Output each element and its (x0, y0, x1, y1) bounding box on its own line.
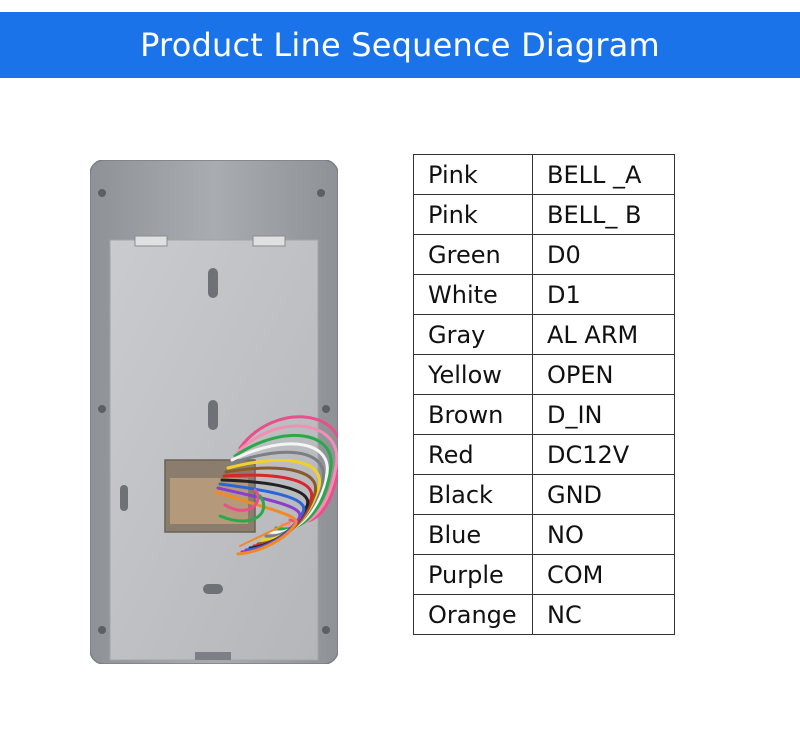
wire-color-cell: Brown (413, 394, 533, 435)
plate-slot-top (208, 268, 218, 298)
mounting-plate (109, 239, 319, 661)
wire-color-cell: Gray (413, 314, 533, 355)
wire-signal-cell: NO (532, 514, 675, 555)
wire-color-cell: Yellow (413, 354, 533, 395)
wire-signal-cell: D0 (532, 234, 675, 275)
wire-color-cell: Pink (413, 154, 533, 195)
screw-mid-left (98, 405, 106, 413)
title-banner: Product Line Sequence Diagram (0, 12, 800, 78)
wire-signal-cell: GND (532, 474, 675, 515)
wire-color-cell: Orange (413, 594, 533, 635)
wire-signal-cell: D_IN (532, 394, 675, 435)
wire-color-cell: Green (413, 234, 533, 275)
wire-color-cell: Black (413, 474, 533, 515)
plate-tab-right (252, 235, 286, 247)
screw-top-right (317, 189, 325, 197)
screw-mid-right (322, 405, 330, 413)
screw-bottom-right (322, 626, 330, 634)
plate-tab-left (134, 235, 168, 247)
wire-signal-cell: COM (532, 554, 675, 595)
wire-color-cell: Blue (413, 514, 533, 555)
wire-signal-cell: BELL_ B (532, 194, 675, 235)
wire-signal-cell: AL ARM (532, 314, 675, 355)
housing-bottom-notch (195, 652, 231, 660)
plate-slot-left (120, 485, 128, 511)
wire-signal-cell: BELL _A (532, 154, 675, 195)
wire-signal-cell: OPEN (532, 354, 675, 395)
wire-color-cell: White (413, 274, 533, 315)
wire-color-cell: Purple (413, 554, 533, 595)
wire-color-cell: Red (413, 434, 533, 475)
plate-slot-bottom (203, 584, 223, 594)
wire-signal-cell: NC (532, 594, 675, 635)
wire-color-cell: Pink (413, 194, 533, 235)
plate-slot-mid (208, 400, 218, 430)
wire-bundle (214, 415, 338, 556)
device-back-image (90, 160, 338, 664)
wire-signal-cell: DC12V (532, 434, 675, 475)
wire-signal-cell: D1 (532, 274, 675, 315)
page-title: Product Line Sequence Diagram (140, 26, 660, 64)
screw-bottom-left (98, 626, 106, 634)
screw-top-left (98, 189, 106, 197)
